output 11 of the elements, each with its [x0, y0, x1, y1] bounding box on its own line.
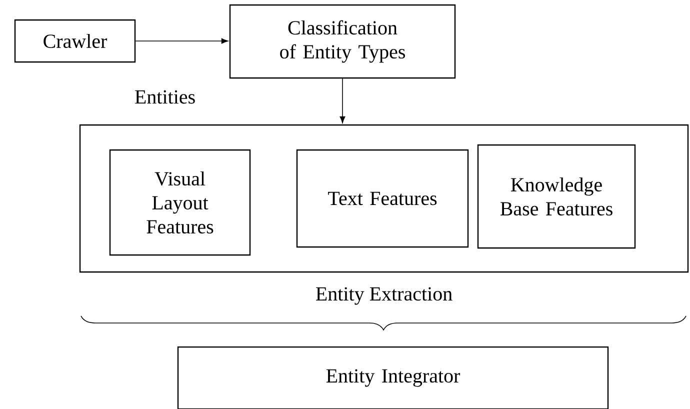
- arrow: [135, 38, 228, 44]
- process-box: Classification of Entity Types: [229, 4, 456, 79]
- process-box: Visual Layout Features: [109, 149, 251, 256]
- section-label: Entity Extraction: [316, 287, 452, 305]
- process-box: Entity Integrator: [177, 346, 609, 409]
- process-box: Crawler: [14, 19, 136, 63]
- edge-label: Entities: [135, 90, 195, 104]
- process-box: Knowledge Base Features: [477, 144, 636, 249]
- group-box: [79, 124, 689, 273]
- arrow: [340, 78, 346, 124]
- process-box: Text Features: [296, 149, 469, 248]
